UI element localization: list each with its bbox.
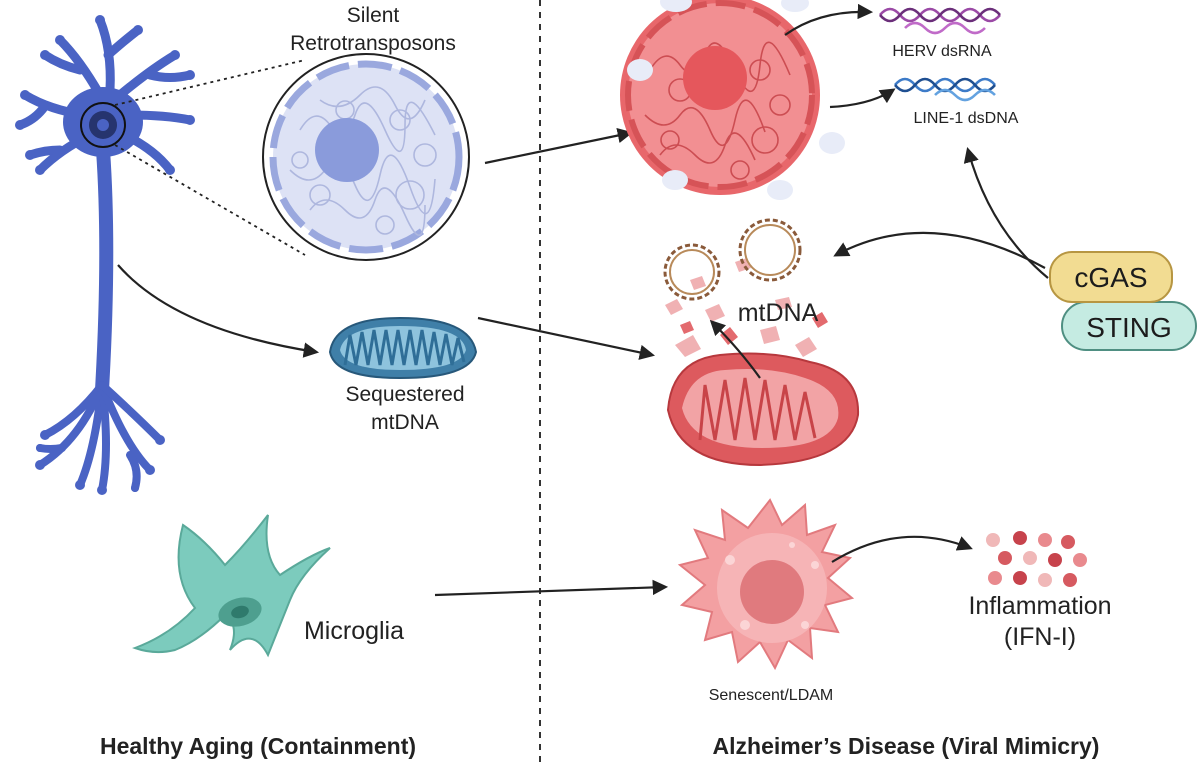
neuron-nucleus-outline	[80, 102, 126, 148]
cgas-pill	[1049, 251, 1173, 303]
arrow-mito-to-damaged	[477, 316, 656, 360]
label-inflammation: Inflammation	[968, 592, 1111, 620]
cytokine-particles	[986, 531, 1087, 587]
label-herv: HERV dsRNA	[892, 43, 992, 60]
label-cgas: cGAS	[1074, 262, 1147, 293]
arrow-to-line1	[829, 88, 896, 109]
label-sequestered-mtdna: mtDNA	[371, 411, 439, 434]
label-sequestered: Sequestered	[345, 383, 464, 406]
label-microglia: Microglia	[304, 617, 404, 645]
label-line1: LINE-1 dsDNA	[914, 110, 1019, 127]
arrow-cgas-to-line1	[963, 147, 1049, 279]
zoom-line-top	[114, 59, 306, 106]
diseased-nucleus	[620, 0, 845, 200]
arrow-microglia-to-senescent	[434, 579, 669, 597]
healthy-nucleus	[262, 53, 470, 261]
healthy-mitochondrion	[328, 316, 478, 380]
label-sting: STING	[1086, 312, 1172, 343]
arrow-to-herv	[784, 3, 874, 36]
label-mtdna: mtDNA	[738, 299, 819, 327]
arrow-senescent-to-inflammation	[831, 535, 973, 563]
cgas-sting-complex: cGAS STING	[1049, 251, 1197, 351]
neuron-illustration	[15, 15, 195, 495]
arrow-neuron-to-mito	[117, 264, 320, 358]
microglia-cell	[132, 511, 331, 658]
zoom-line-bottom	[114, 144, 306, 256]
footer-healthy-aging: Healthy Aging (Containment)	[100, 733, 416, 759]
label-retrotransposons: Retrotransposons	[290, 32, 456, 55]
herv-dsrna-helix	[879, 7, 1001, 35]
damaged-mitochondrion	[665, 258, 860, 467]
senescent-microglia	[677, 498, 855, 671]
label-senescent: Senescent/LDAM	[709, 687, 834, 704]
label-silent: Silent	[347, 4, 400, 27]
mtdna-rings	[663, 218, 802, 301]
footer-alzheimers: Alzheimer’s Disease (Viral Mimicry)	[713, 733, 1100, 759]
label-ifn: (IFN-I)	[1004, 623, 1076, 651]
arrow-nucleus-to-diseased	[484, 127, 634, 165]
arrow-cgas-to-mtdna	[833, 231, 1046, 269]
arrow-mito-release-mtdna	[709, 319, 761, 379]
line1-dsdna-helix	[894, 77, 996, 102]
